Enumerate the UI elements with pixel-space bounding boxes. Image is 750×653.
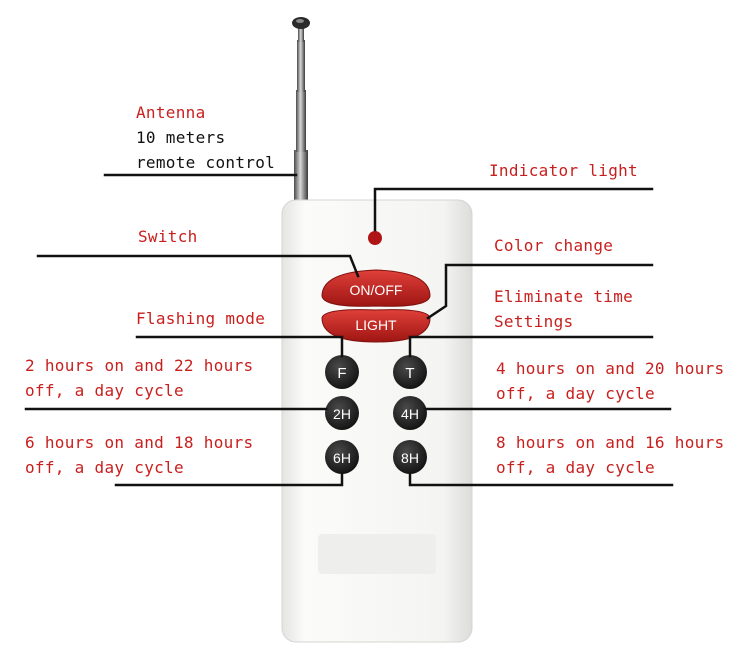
8h-desc-line2: off, a day cycle	[496, 458, 655, 477]
6h-desc-line1: 6 hours on and 18 hours	[25, 433, 254, 452]
remote-recess	[318, 534, 436, 574]
6h-button[interactable]: 6H	[325, 440, 359, 474]
antenna-knob-shine	[296, 19, 304, 23]
antenna-title: Antenna	[136, 103, 206, 122]
4h-desc-line2: off, a day cycle	[496, 384, 655, 403]
eliminate-line1: Eliminate time	[494, 287, 634, 306]
t-label: T	[405, 365, 414, 382]
remote-body	[281, 199, 473, 643]
antenna-base	[294, 150, 308, 204]
6h-label: 6H	[333, 450, 351, 466]
indicator-leader-line	[373, 187, 654, 232]
t-button[interactable]: T	[393, 355, 427, 389]
8h-desc-line1: 8 hours on and 16 hours	[496, 433, 725, 452]
2h-button[interactable]: 2H	[325, 396, 359, 430]
antenna-upper	[297, 40, 305, 92]
on-off-label: ON/OFF	[350, 282, 403, 298]
2h-desc-line2: off, a day cycle	[25, 381, 184, 400]
8h-button[interactable]: 8H	[393, 440, 427, 474]
2h-desc-line1: 2 hours on and 22 hours	[25, 356, 254, 375]
switch-leader-line	[36, 254, 360, 278]
2h-label: 2H	[333, 406, 351, 422]
flashing-leader-line	[135, 335, 344, 358]
antenna-line2: remote control	[136, 153, 276, 172]
color-change-label: Color change	[494, 236, 614, 255]
switch-label: Switch	[138, 227, 198, 246]
flashing-mode-label: Flashing mode	[136, 309, 266, 328]
antenna-tip-rod	[298, 28, 304, 42]
f-button[interactable]: F	[325, 355, 359, 389]
8h-leader-line	[408, 472, 674, 487]
4h-button[interactable]: 4H	[393, 396, 427, 430]
indicator-light	[368, 231, 382, 245]
eliminate-line2: Settings	[494, 312, 574, 331]
antenna	[292, 17, 310, 204]
antenna-knob	[292, 17, 310, 29]
6h-desc-line2: off, a day cycle	[25, 458, 184, 477]
f-label: F	[337, 365, 346, 382]
antenna-line1: 10 meters	[136, 128, 226, 147]
8h-label: 8H	[401, 450, 419, 466]
light-label: LIGHT	[355, 317, 397, 333]
4h-desc-line1: 4 hours on and 20 hours	[496, 359, 725, 378]
eliminate-leader-line	[408, 335, 654, 358]
6h-leader-line	[114, 472, 344, 487]
color-change-leader-line	[426, 263, 654, 320]
4h-label: 4H	[401, 406, 419, 422]
on-off-button[interactable]: ON/OFF	[321, 269, 431, 307]
antenna-mid	[296, 90, 306, 152]
indicator-label: Indicator light	[489, 161, 638, 180]
